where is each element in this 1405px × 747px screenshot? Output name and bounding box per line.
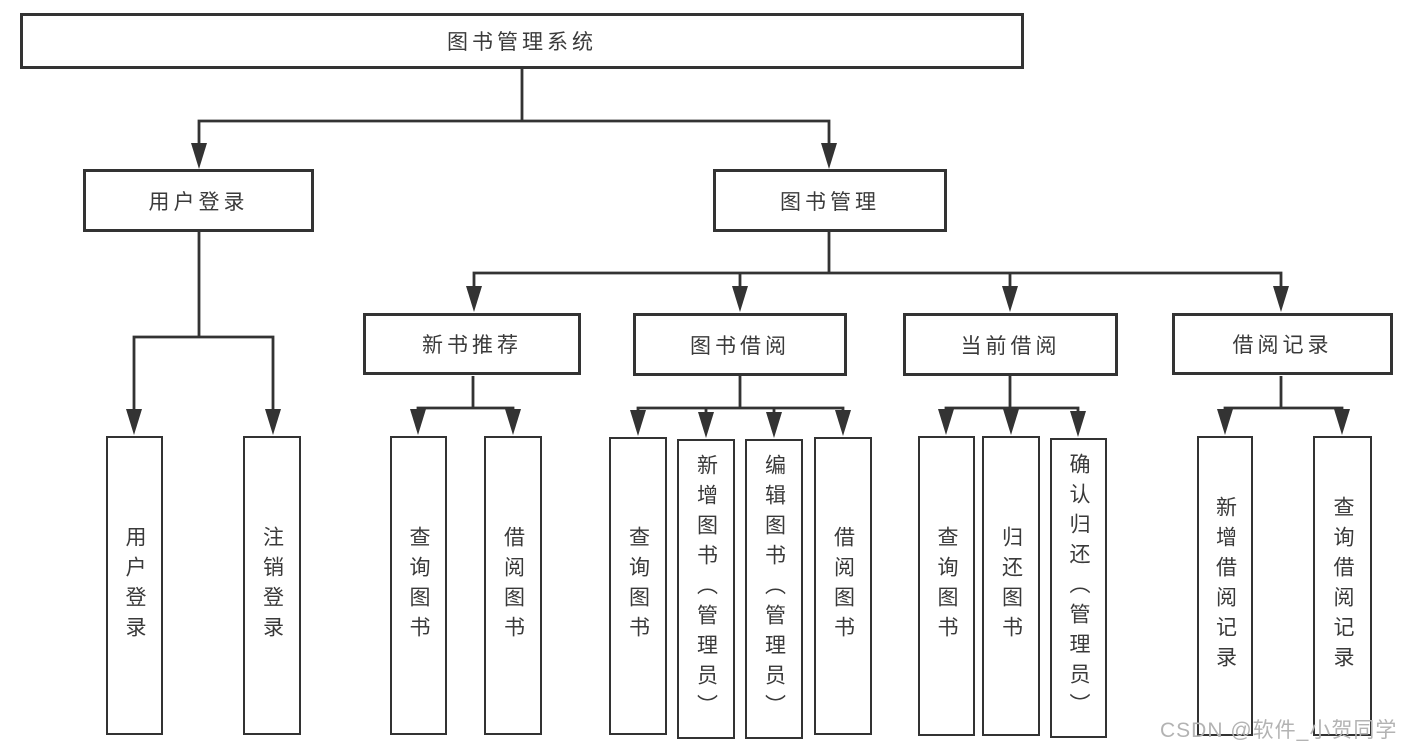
edge-root-to-level2: [197, 69, 831, 146]
leaf-query-books-borrowing-label: 查询图书: [626, 526, 650, 646]
node-new-book-recommend: 新书推荐: [363, 313, 581, 375]
leaf-query-borrow-record-label: 查询借阅记录: [1331, 496, 1354, 676]
leaf-return-book: 归还图书: [982, 436, 1040, 736]
leaf-borrow-books-recommend-label: 借阅图书: [501, 525, 525, 646]
leaf-add-borrow-record: 新增借阅记录: [1197, 436, 1253, 736]
leaf-query-borrow-record: 查询借阅记录: [1313, 436, 1372, 736]
edge-records-to-leaves: [1223, 376, 1344, 414]
leaf-user-login-label: 用户登录: [123, 525, 146, 646]
leaf-add-borrow-record-label: 新增借阅记录: [1213, 496, 1237, 676]
node-current-borrowing: 当前借阅: [903, 313, 1118, 376]
leaf-add-book-admin: 新增图书（管理员）: [677, 439, 735, 739]
leaf-logout-login: 注销登录: [243, 436, 301, 735]
leaf-return-book-label: 归还图书: [999, 526, 1023, 646]
leaf-borrow-books-recommend: 借阅图书: [484, 436, 542, 735]
arrowheads: [126, 143, 1350, 438]
csdn-watermark: CSDN @软件_小贺同学: [1160, 719, 1398, 742]
leaf-borrow-books-borrowing: 借阅图书: [814, 437, 872, 735]
leaf-borrow-books-borrowing-label: 借阅图书: [831, 526, 855, 646]
leaf-confirm-return-admin: 确认归还（管理员）: [1050, 438, 1107, 738]
leaf-query-books-recommend: 查询图书: [390, 436, 447, 735]
edge-newbooks-to-leaves: [416, 376, 515, 414]
leaf-query-books-recommend-label: 查询图书: [407, 525, 430, 646]
node-borrow-records: 借阅记录: [1172, 313, 1393, 375]
leaf-user-login: 用户登录: [106, 436, 163, 735]
node-user-login: 用户登录: [83, 169, 314, 232]
leaf-confirm-return-admin-label: 确认归还（管理员）: [1067, 453, 1090, 723]
node-book-management: 图书管理: [713, 169, 947, 232]
leaf-query-books-borrowing: 查询图书: [609, 437, 667, 735]
leaf-logout-login-label: 注销登录: [260, 525, 284, 646]
node-book-borrowing: 图书借阅: [633, 313, 847, 376]
edge-bookborrow-to-leaves: [636, 376, 845, 416]
leaf-edit-book-admin: 编辑图书（管理员）: [745, 439, 803, 739]
leaf-query-books-current-label: 查询图书: [935, 526, 958, 646]
edge-userlogin-to-leaves: [132, 232, 275, 412]
edge-bookmgmt-to-level3: [472, 232, 1283, 290]
leaf-edit-book-admin-label: 编辑图书（管理员）: [762, 454, 786, 724]
leaf-query-books-current: 查询图书: [918, 436, 975, 736]
node-root-system: 图书管理系统: [20, 13, 1024, 69]
leaf-add-book-admin-label: 新增图书（管理员）: [694, 454, 718, 724]
